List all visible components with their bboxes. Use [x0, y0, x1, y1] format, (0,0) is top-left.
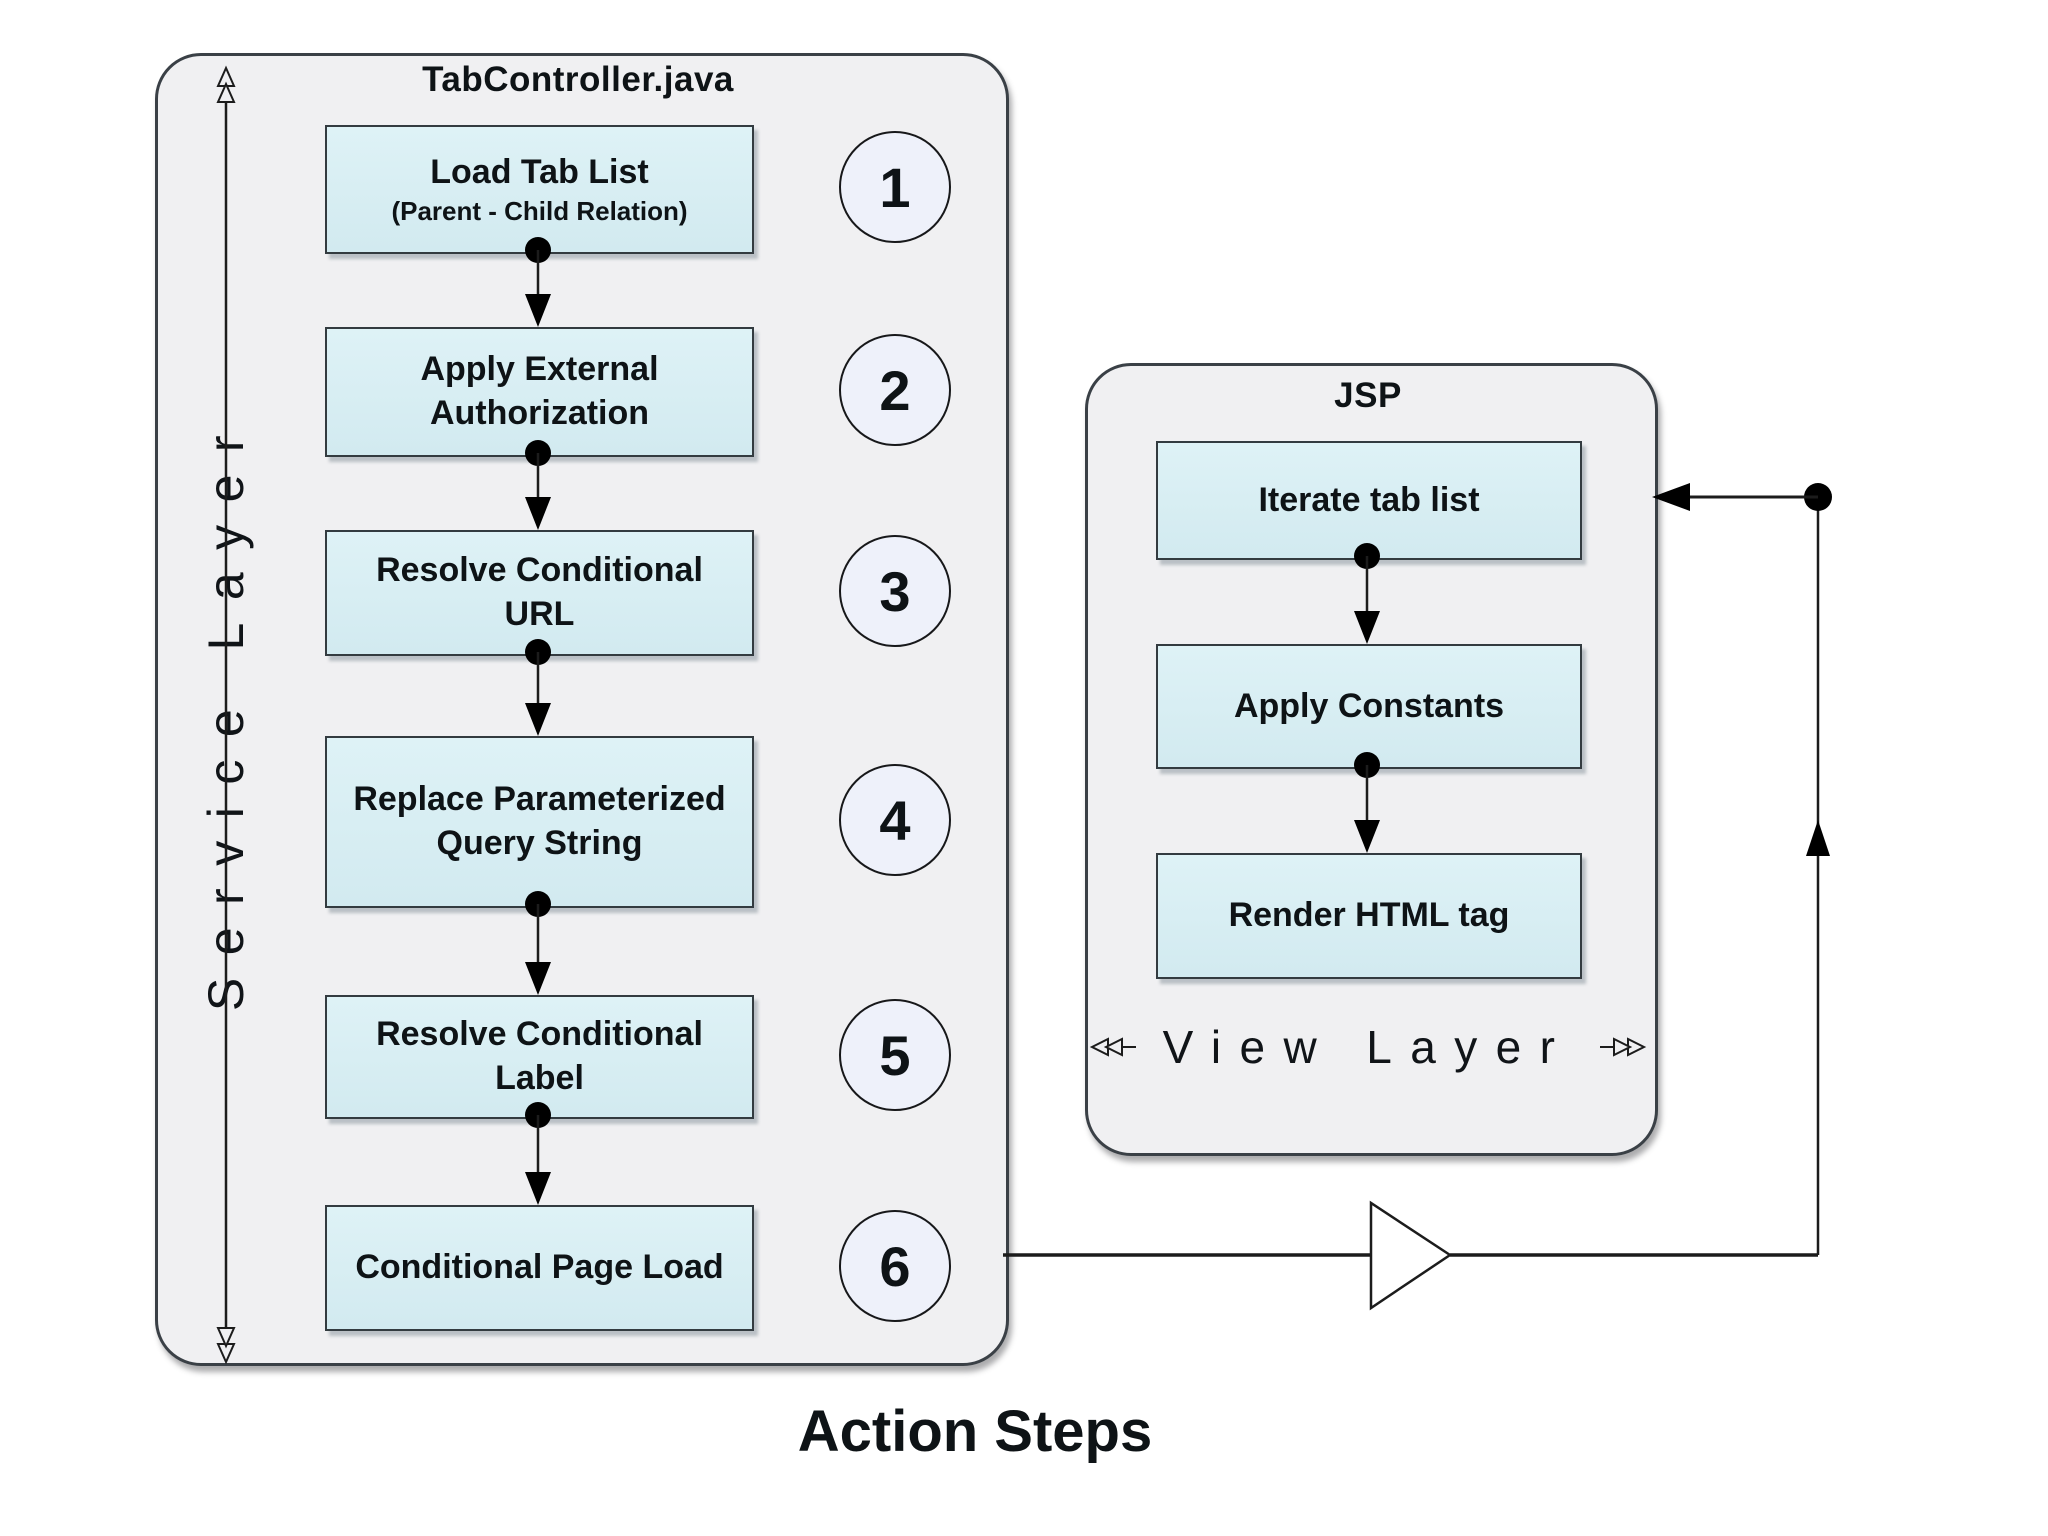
step-label: Resolve Conditional [376, 551, 703, 590]
step-number-badge-3: 3 [839, 535, 951, 647]
step-replace-parameterized-query-string: Replace Parameterized Query String [325, 736, 754, 908]
step-iterate-tab-list: Iterate tab list [1156, 441, 1582, 560]
step-number: 5 [879, 1023, 911, 1087]
step-label: Replace Parameterized [353, 780, 726, 819]
step-label: Conditional Page Load [355, 1248, 724, 1287]
service-layer-panel [155, 53, 1009, 1366]
flow-triangle-icon [1369, 1200, 1453, 1311]
step-render-html-tag: Render HTML tag [1156, 853, 1582, 979]
step-sublabel: Authorization [429, 394, 650, 432]
step-conditional-page-load: Conditional Page Load [325, 1205, 754, 1331]
view-panel-title: JSP [1334, 376, 1402, 415]
step-sublabel: Label [495, 1059, 584, 1097]
step-resolve-conditional-label: Resolve Conditional Label [325, 995, 754, 1119]
step-number: 1 [879, 155, 911, 219]
step-label: Apply Constants [1233, 686, 1505, 725]
step-load-tab-list: Load Tab List (Parent - Child Relation) [325, 125, 754, 254]
step-number-badge-6: 6 [839, 1210, 951, 1322]
diagram-caption: Action Steps [797, 1399, 1153, 1464]
step-sublabel: URL [504, 595, 575, 633]
step-number: 3 [879, 559, 911, 623]
step-apply-external-authorization: Apply External Authorization [325, 327, 754, 457]
flow-corner-dot [1804, 483, 1832, 511]
step-sublabel: (Parent - Child Relation) [391, 195, 688, 226]
step-apply-constants: Apply Constants [1156, 644, 1582, 769]
step-number-badge-5: 5 [839, 999, 951, 1111]
step-label: Apply External [420, 350, 659, 389]
step-number: 6 [879, 1234, 911, 1298]
service-layer-axis-label: Service Layer [198, 412, 254, 1012]
step-label: Load Tab List [430, 153, 649, 192]
step-label: Iterate tab list [1258, 480, 1480, 519]
step-resolve-conditional-url: Resolve Conditional URL [325, 530, 754, 656]
step-label: Render HTML tag [1228, 896, 1510, 935]
step-number-badge-4: 4 [839, 764, 951, 876]
step-number-badge-1: 1 [839, 131, 951, 243]
step-number-badge-2: 2 [839, 334, 951, 446]
view-layer-axis-label: View Layer [1162, 1021, 1574, 1073]
step-label: Resolve Conditional [376, 1015, 703, 1054]
flow-up-arrowhead-icon [1806, 820, 1830, 856]
step-sublabel: Query String [436, 824, 643, 862]
step-number: 4 [879, 788, 911, 852]
step-number: 2 [879, 358, 911, 422]
service-panel-title: TabController.java [422, 60, 734, 99]
